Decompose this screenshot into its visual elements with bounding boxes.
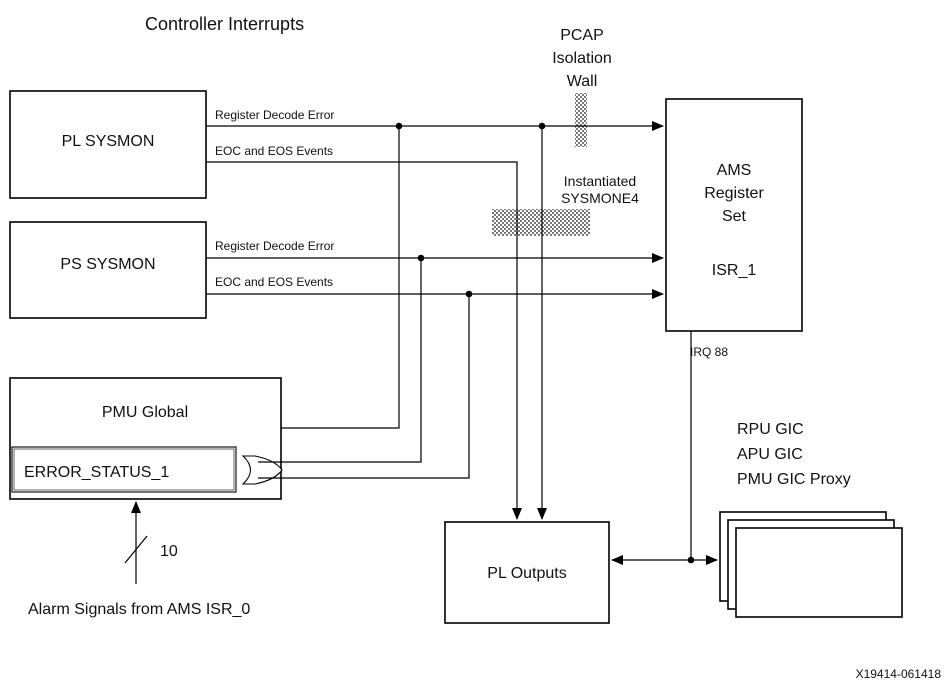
instantiated-sysmone4-bar bbox=[492, 209, 590, 236]
gic-box-front bbox=[735, 527, 903, 618]
wire-pl-reg-decode-to-pmu bbox=[281, 126, 400, 429]
wire-ps-reg-decode-to-gate bbox=[258, 258, 422, 463]
ams-label-line-1: AMS bbox=[717, 162, 752, 179]
junction-dot bbox=[395, 122, 403, 130]
instantiated-label-line-1: Instantiated bbox=[564, 173, 636, 189]
ps-reg-decode-label: Register Decode Error bbox=[215, 239, 334, 253]
wire-ps-eoc-eos-to-gate bbox=[258, 294, 470, 479]
irq-label: IRQ 88 bbox=[690, 345, 728, 359]
gic-label-rpu: RPU GIC bbox=[737, 421, 804, 438]
ps-eoc-eos-label: EOC and EOS Events bbox=[215, 275, 333, 289]
error-status-register bbox=[11, 446, 237, 493]
pcap-isolation-wall bbox=[575, 93, 587, 147]
pl-sysmon-block bbox=[9, 90, 207, 199]
pl-sysmon-label: PL SYSMON bbox=[62, 133, 155, 150]
diagram-title: Controller Interrupts bbox=[145, 14, 304, 34]
gic-label-pmu-proxy: PMU GIC Proxy bbox=[737, 471, 851, 488]
ps-sysmon-label: PS SYSMON bbox=[60, 256, 155, 273]
bus-width-slash bbox=[124, 535, 148, 564]
wire-pl-eoc-eos bbox=[206, 161, 522, 520]
ams-register-set-block bbox=[665, 98, 803, 332]
pmu-global-label: PMU Global bbox=[102, 404, 188, 421]
junction-dot bbox=[465, 290, 473, 298]
bus-width-label: 10 bbox=[160, 543, 178, 560]
pcap-label-line-2: Isolation bbox=[552, 50, 612, 67]
junction-dot bbox=[538, 122, 546, 130]
instantiated-label-line-2: SYSMONE4 bbox=[561, 190, 639, 206]
error-status-label: ERROR_STATUS_1 bbox=[24, 464, 169, 481]
pcap-label-line-3: Wall bbox=[567, 73, 598, 90]
alarm-signals-label: Alarm Signals from AMS ISR_0 bbox=[28, 601, 250, 618]
ps-sysmon-block bbox=[9, 221, 207, 319]
pcap-label-line-1: PCAP bbox=[560, 27, 604, 44]
ams-label-line-3: Set bbox=[722, 208, 747, 225]
gic-label-apu: APU GIC bbox=[737, 446, 803, 463]
isr1-label: ISR_1 bbox=[712, 262, 757, 279]
pl-outputs-block bbox=[444, 521, 610, 624]
pl-reg-decode-label: Register Decode Error bbox=[215, 108, 334, 122]
pl-eoc-eos-label: EOC and EOS Events bbox=[215, 144, 333, 158]
junction-dot bbox=[417, 254, 425, 262]
error-status-inner-frame bbox=[13, 448, 235, 491]
pl-outputs-label: PL Outputs bbox=[487, 565, 566, 582]
figure-id: X19414-061418 bbox=[856, 667, 942, 681]
ams-label-line-2: Register bbox=[704, 185, 764, 202]
